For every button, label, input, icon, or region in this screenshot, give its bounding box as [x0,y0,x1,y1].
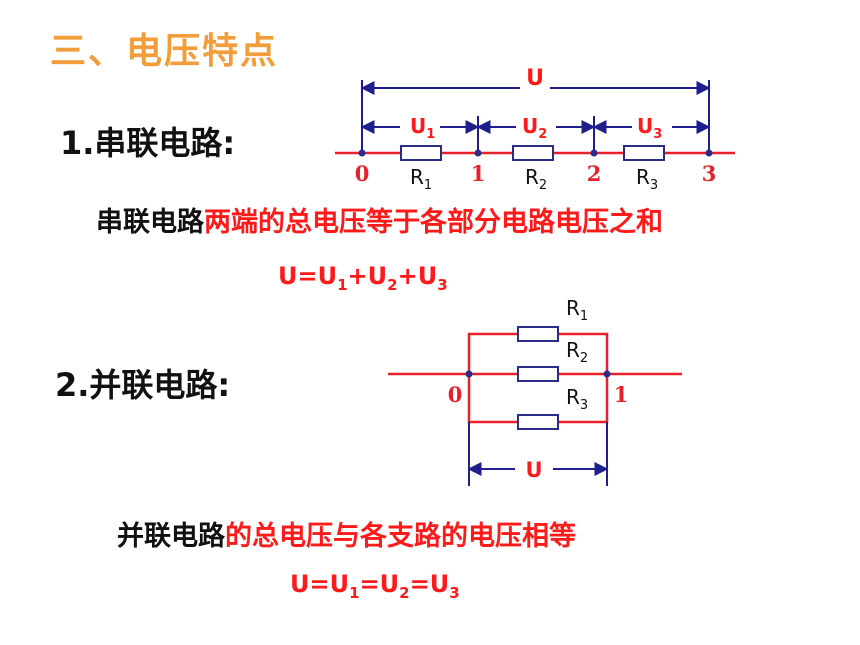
parallel-voltage-label: U [525,458,542,482]
parallel-statement-subject: 并联电路 [117,521,225,552]
parallel-resistor-label-r1: R1 [566,296,588,324]
parallel-node-1 [603,370,611,378]
series-resistor-label-r3: R3 [636,165,658,193]
series-node-label-3: 3 [702,161,717,186]
parallel-circuit-statement: 并联电路的总电压与各支路的电压相等 [117,514,576,553]
series-node-label-2: 2 [587,161,602,186]
series-statement-rule: 两端的总电压等于各部分电路电压之和 [204,207,663,238]
series-resistor-r1 [400,145,442,161]
series-node-0 [358,149,366,157]
parallel-voltage-formula: U=U1=U2=U3 [290,570,460,602]
parallel-node-label-1: 1 [614,382,629,407]
series-circuit-statement: 串联电路两端的总电压等于各部分电路电压之和 [96,200,663,239]
series-circuit-heading: 1.串联电路: [60,124,236,162]
series-node-label-0: 0 [355,161,370,186]
series-resistor-label-r1: R1 [410,165,432,193]
voltage-label-u1: U1 [410,114,435,142]
parallel-circuit-diagram: U R1 R2 R3 0 1 [388,296,682,486]
parallel-resistor-label-r2: R2 [566,338,588,366]
parallel-node-label-0: 0 [448,382,463,407]
parallel-resistor-r2 [517,366,559,382]
parallel-node-0 [465,370,473,378]
series-circuit-diagram: U U1 U2 U3 0 1 2 3 R1 R2 R3 [335,64,735,193]
series-voltage-formula: U=U1+U2+U3 [278,262,448,294]
parallel-resistor-r1 [517,326,559,342]
series-resistor-label-r2: R2 [525,165,547,193]
parallel-resistor-r3 [517,414,559,430]
series-node-1 [474,149,482,157]
parallel-circuit-heading: 2.并联电路: [55,366,231,404]
series-statement-subject: 串联电路 [96,207,204,238]
series-node-3 [705,149,713,157]
series-resistor-r3 [623,145,665,161]
total-voltage-label: U [526,66,544,91]
series-resistor-r2 [512,145,554,161]
series-node-label-1: 1 [471,161,486,186]
voltage-label-u3: U3 [637,114,662,142]
series-node-2 [590,149,598,157]
page-title: 三、电压特点 [50,31,279,72]
voltage-label-u2: U2 [522,114,547,142]
parallel-statement-rule: 的总电压与各支路的电压相等 [225,521,576,552]
parallel-resistor-label-r3: R3 [566,385,588,413]
